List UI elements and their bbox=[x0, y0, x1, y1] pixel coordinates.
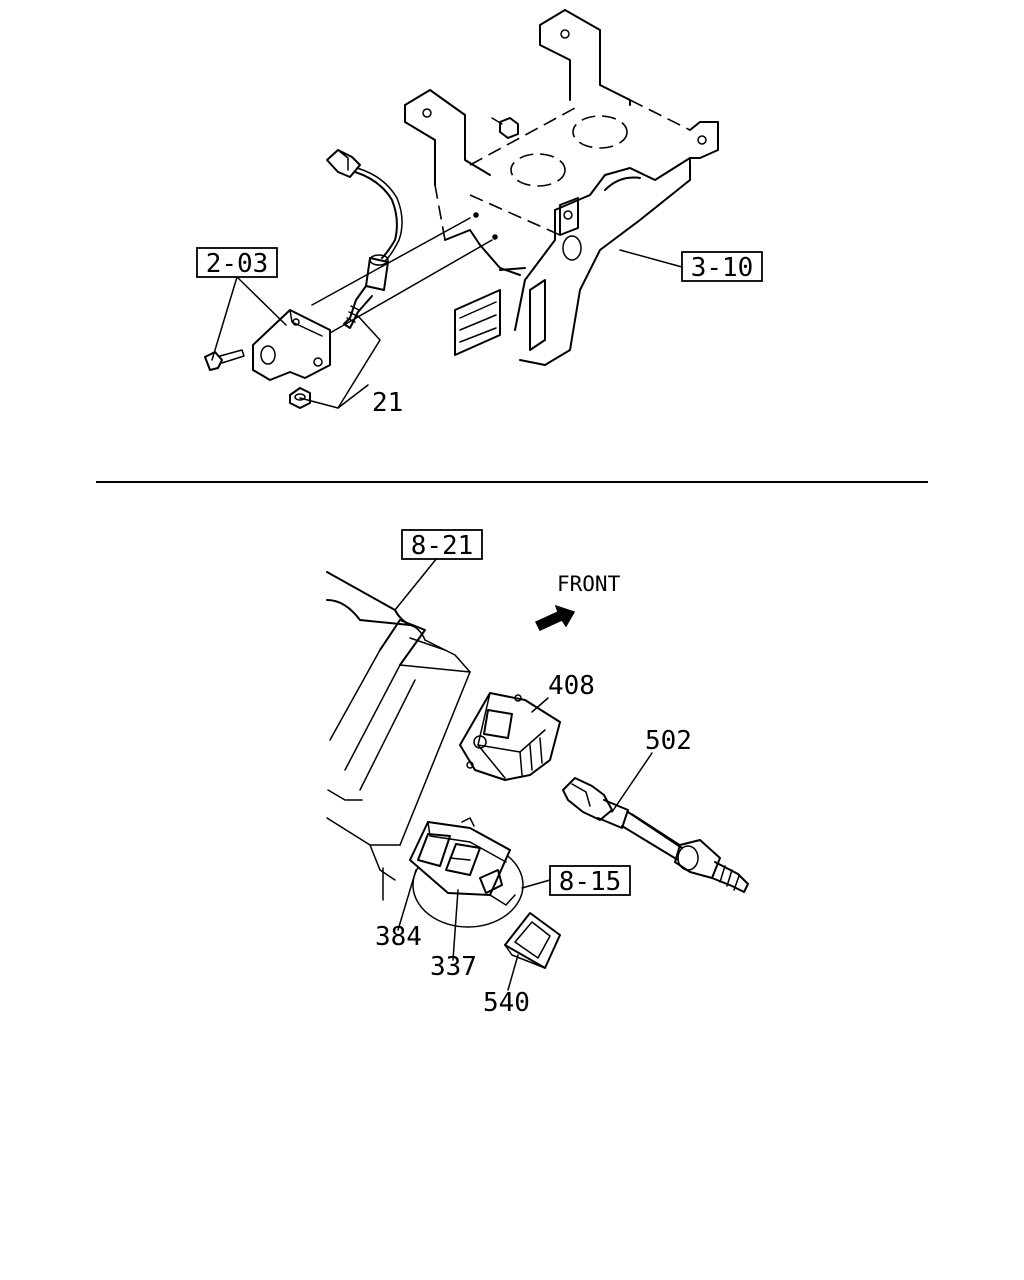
part-540 bbox=[504, 912, 561, 969]
part-540-label: 540 bbox=[483, 988, 530, 1018]
bracket-frame bbox=[404, 9, 719, 366]
front-label: FRONT bbox=[557, 572, 621, 596]
part-337-label: 337 bbox=[430, 952, 477, 982]
callout-2-03-label: 2-03 bbox=[206, 249, 269, 279]
callout-8-15-label: 8-15 bbox=[559, 867, 622, 897]
front-indicator: FRONT bbox=[534, 572, 621, 631]
mounting-plate bbox=[204, 309, 331, 409]
callout-8-21: 8-21 bbox=[401, 529, 483, 561]
part-502-label: 502 bbox=[645, 726, 692, 756]
callout-8-15: 8-15 bbox=[549, 865, 631, 897]
part-21-label: 21 bbox=[372, 388, 403, 418]
switch-assembly bbox=[409, 817, 524, 928]
part-384-label: 384 bbox=[375, 922, 422, 952]
front-arrow-icon bbox=[534, 604, 576, 631]
upper-leaders bbox=[211, 217, 683, 409]
sensor-assembly bbox=[326, 149, 403, 329]
callout-3-10: 3-10 bbox=[681, 251, 763, 283]
instrument-panel bbox=[326, 571, 471, 901]
callout-2-03: 2-03 bbox=[196, 247, 278, 279]
lower-leaders bbox=[394, 557, 653, 991]
callout-8-21-label: 8-21 bbox=[411, 531, 474, 561]
callout-3-10-label: 3-10 bbox=[691, 253, 754, 283]
part-408 bbox=[459, 692, 561, 781]
lower-diagram: FRONT bbox=[326, 529, 749, 1018]
part-408-label: 408 bbox=[548, 671, 595, 701]
upper-diagram: 2-03 3-10 21 bbox=[196, 9, 763, 418]
part-502 bbox=[562, 777, 749, 893]
